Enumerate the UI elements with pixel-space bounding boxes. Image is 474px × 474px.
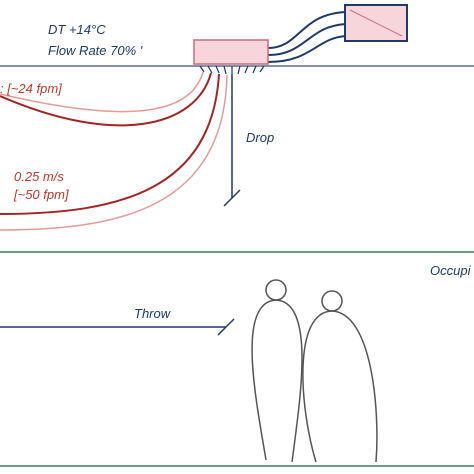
throw-label: Throw — [134, 306, 172, 321]
occupant-1-head — [265, 279, 287, 301]
drop-label: Drop — [246, 130, 274, 145]
diffuser-vanes — [199, 65, 265, 75]
duct-connection — [267, 11, 347, 63]
occupant-figure-2 — [302, 290, 378, 463]
air-jet-curve-inner-dark — [0, 73, 220, 215]
inner-jet-fpm-label: [~50 fpm] — [13, 187, 69, 202]
drop-indicator — [223, 74, 241, 207]
outer-jet-velocity-label: : [~24 fpm] — [0, 81, 62, 96]
air-jet-curve-inner-light — [0, 74, 228, 231]
occupant-2-head — [321, 290, 343, 312]
inner-jet-speed-label: 0.25 m/s — [14, 169, 64, 184]
occupant-1-body — [251, 299, 303, 463]
air-jet-curve-outer-light — [0, 71, 204, 113]
occupied-zone-label: Occupi — [430, 263, 472, 278]
flow-rate-label: Flow Rate 70% ' — [48, 43, 143, 58]
occupant-figure-1 — [251, 279, 303, 463]
diffuser-unit — [193, 39, 269, 65]
dt-label: DT +14°C — [48, 22, 106, 37]
throw-indicator — [0, 318, 235, 336]
supply-unit-box — [344, 4, 408, 42]
occupant-2-body — [302, 310, 378, 463]
air-jet-curve-outer-dark — [0, 72, 212, 127]
